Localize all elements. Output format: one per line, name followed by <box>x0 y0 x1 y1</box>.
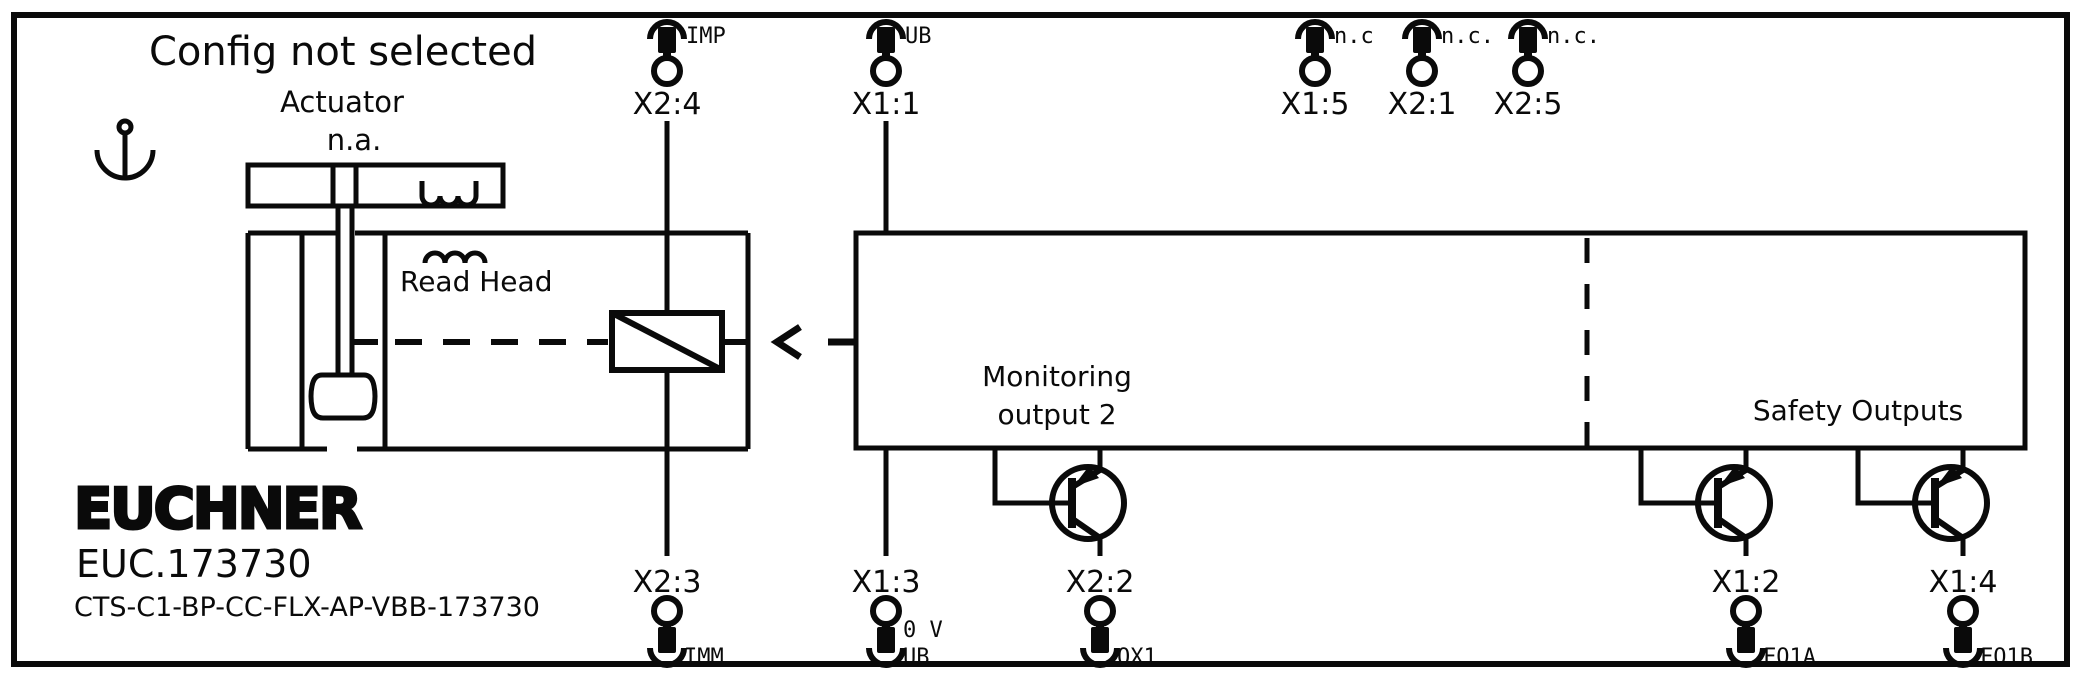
terminal-id: X2:2 <box>1066 565 1135 600</box>
plug-icon <box>658 627 676 653</box>
terminal-id: X2:5 <box>1494 87 1563 122</box>
wires <box>664 121 889 556</box>
terminal-ring-icon <box>1512 55 1544 87</box>
plug-hook-icon <box>1080 647 1120 668</box>
actuator-bar <box>245 162 506 209</box>
euchner-logo: EUCHNER <box>74 477 361 542</box>
terminal-bottom-X2-2: X2:2 OX1 <box>1066 565 1157 670</box>
signal-label: UB <box>903 645 930 670</box>
plug-icon <box>1306 27 1324 53</box>
signal-label: FO1B <box>1980 645 2033 670</box>
plug-icon <box>658 27 676 53</box>
terminal-id: X2:4 <box>633 87 702 122</box>
signal-label: UB <box>905 24 932 49</box>
terminal-bottom-X1-3: X1:3 0 V UB <box>852 565 943 670</box>
transistor-icon <box>1855 448 1990 556</box>
terminal-ring-icon <box>1299 55 1331 87</box>
terminal-id: X1:2 <box>1712 565 1781 600</box>
terminal-ring-icon <box>1406 55 1438 87</box>
terminal-ring-icon <box>651 55 683 87</box>
terminal-id: X1:1 <box>852 87 921 122</box>
terminal-ring-icon <box>651 595 683 627</box>
plug-icon <box>1954 627 1972 653</box>
plug-icon <box>877 627 895 653</box>
plug-hook-icon <box>647 647 687 668</box>
signal-label: n.c. <box>1441 24 1494 49</box>
terminal-id: X1:3 <box>852 565 921 600</box>
config-status-text: Config not selected <box>149 29 537 75</box>
actuator-value: n.a. <box>327 123 382 157</box>
actuator-knob <box>308 372 378 421</box>
signal-label-upper: 0 V <box>903 618 943 643</box>
plug-hook-icon <box>1726 647 1766 668</box>
terminal-top-X2-1: X2:1 n.c. <box>1388 19 1494 122</box>
config-id-text: EUC.173730 <box>76 542 312 586</box>
signal-arrow-icon <box>770 324 856 360</box>
actuator-coil-icon <box>419 181 479 208</box>
relay-symbol <box>609 310 725 373</box>
plug-hook-icon <box>1943 647 1983 668</box>
diagram-border <box>11 12 2070 667</box>
terminal-id: X2:3 <box>633 565 702 600</box>
plug-hook-icon <box>1402 19 1442 40</box>
plug-icon <box>1519 27 1537 53</box>
terminal-top-X2-4: X2:4 IMP <box>633 19 726 122</box>
terminal-bottom-X1-2: X1:2 FO1A <box>1712 565 1816 670</box>
signal-label: n.c <box>1334 24 1374 49</box>
article-number-text: CTS-C1-BP-CC-FLX-AP-VBB-173730 <box>74 592 540 623</box>
terminal-top-X2-5: X2:5 n.c. <box>1494 19 1600 122</box>
terminal-ring-icon <box>1084 595 1116 627</box>
terminal-ring-icon <box>870 595 902 627</box>
terminal-bottom-X2-3: X2:3 IMM <box>633 565 724 670</box>
plug-hook-icon <box>1295 19 1335 40</box>
signal-label: FO1A <box>1763 645 1816 670</box>
terminal-ring-icon <box>1947 595 1979 627</box>
signal-label: n.c. <box>1547 24 1600 49</box>
signal-label: IMM <box>684 645 724 670</box>
read-head-coil-icon <box>422 250 488 264</box>
plug-icon <box>1413 27 1431 53</box>
actuator-label: Actuator <box>280 85 404 119</box>
plug-hook-icon <box>866 19 906 40</box>
actuator-symbol <box>245 162 506 421</box>
terminal-id: X1:5 <box>1281 87 1350 122</box>
terminal-id: X2:1 <box>1388 87 1457 122</box>
terminal-top-X1-5: X1:5 n.c <box>1281 19 1374 122</box>
anchor-icon <box>94 118 156 181</box>
plug-icon <box>1737 627 1755 653</box>
plug-icon <box>877 27 895 53</box>
plug-hook-icon <box>866 647 906 668</box>
transistor-icon <box>992 448 1127 556</box>
signal-label: IMP <box>686 24 726 49</box>
plug-hook-icon <box>647 19 687 40</box>
terminal-ring-icon <box>870 55 902 87</box>
read-head-box <box>245 230 751 452</box>
terminal-top-X1-1: X1:1 UB <box>852 19 932 122</box>
plug-hook-icon <box>1508 19 1548 40</box>
monitoring-output-label-line2: output 2 <box>997 398 1116 431</box>
transistor-icon <box>1638 448 1773 556</box>
terminal-ring-icon <box>1730 595 1762 627</box>
read-head-label: Read Head <box>400 265 552 298</box>
main-unit-box <box>853 230 2028 451</box>
signal-label: OX1 <box>1117 645 1157 670</box>
safety-outputs-label: Safety Outputs <box>1753 394 1963 427</box>
plug-icon <box>1091 627 1109 653</box>
terminal-bottom-X1-4: X1:4 FO1B <box>1929 565 2033 670</box>
monitoring-output-label-line1: Monitoring <box>982 360 1132 393</box>
terminal-id: X1:4 <box>1929 565 1998 600</box>
